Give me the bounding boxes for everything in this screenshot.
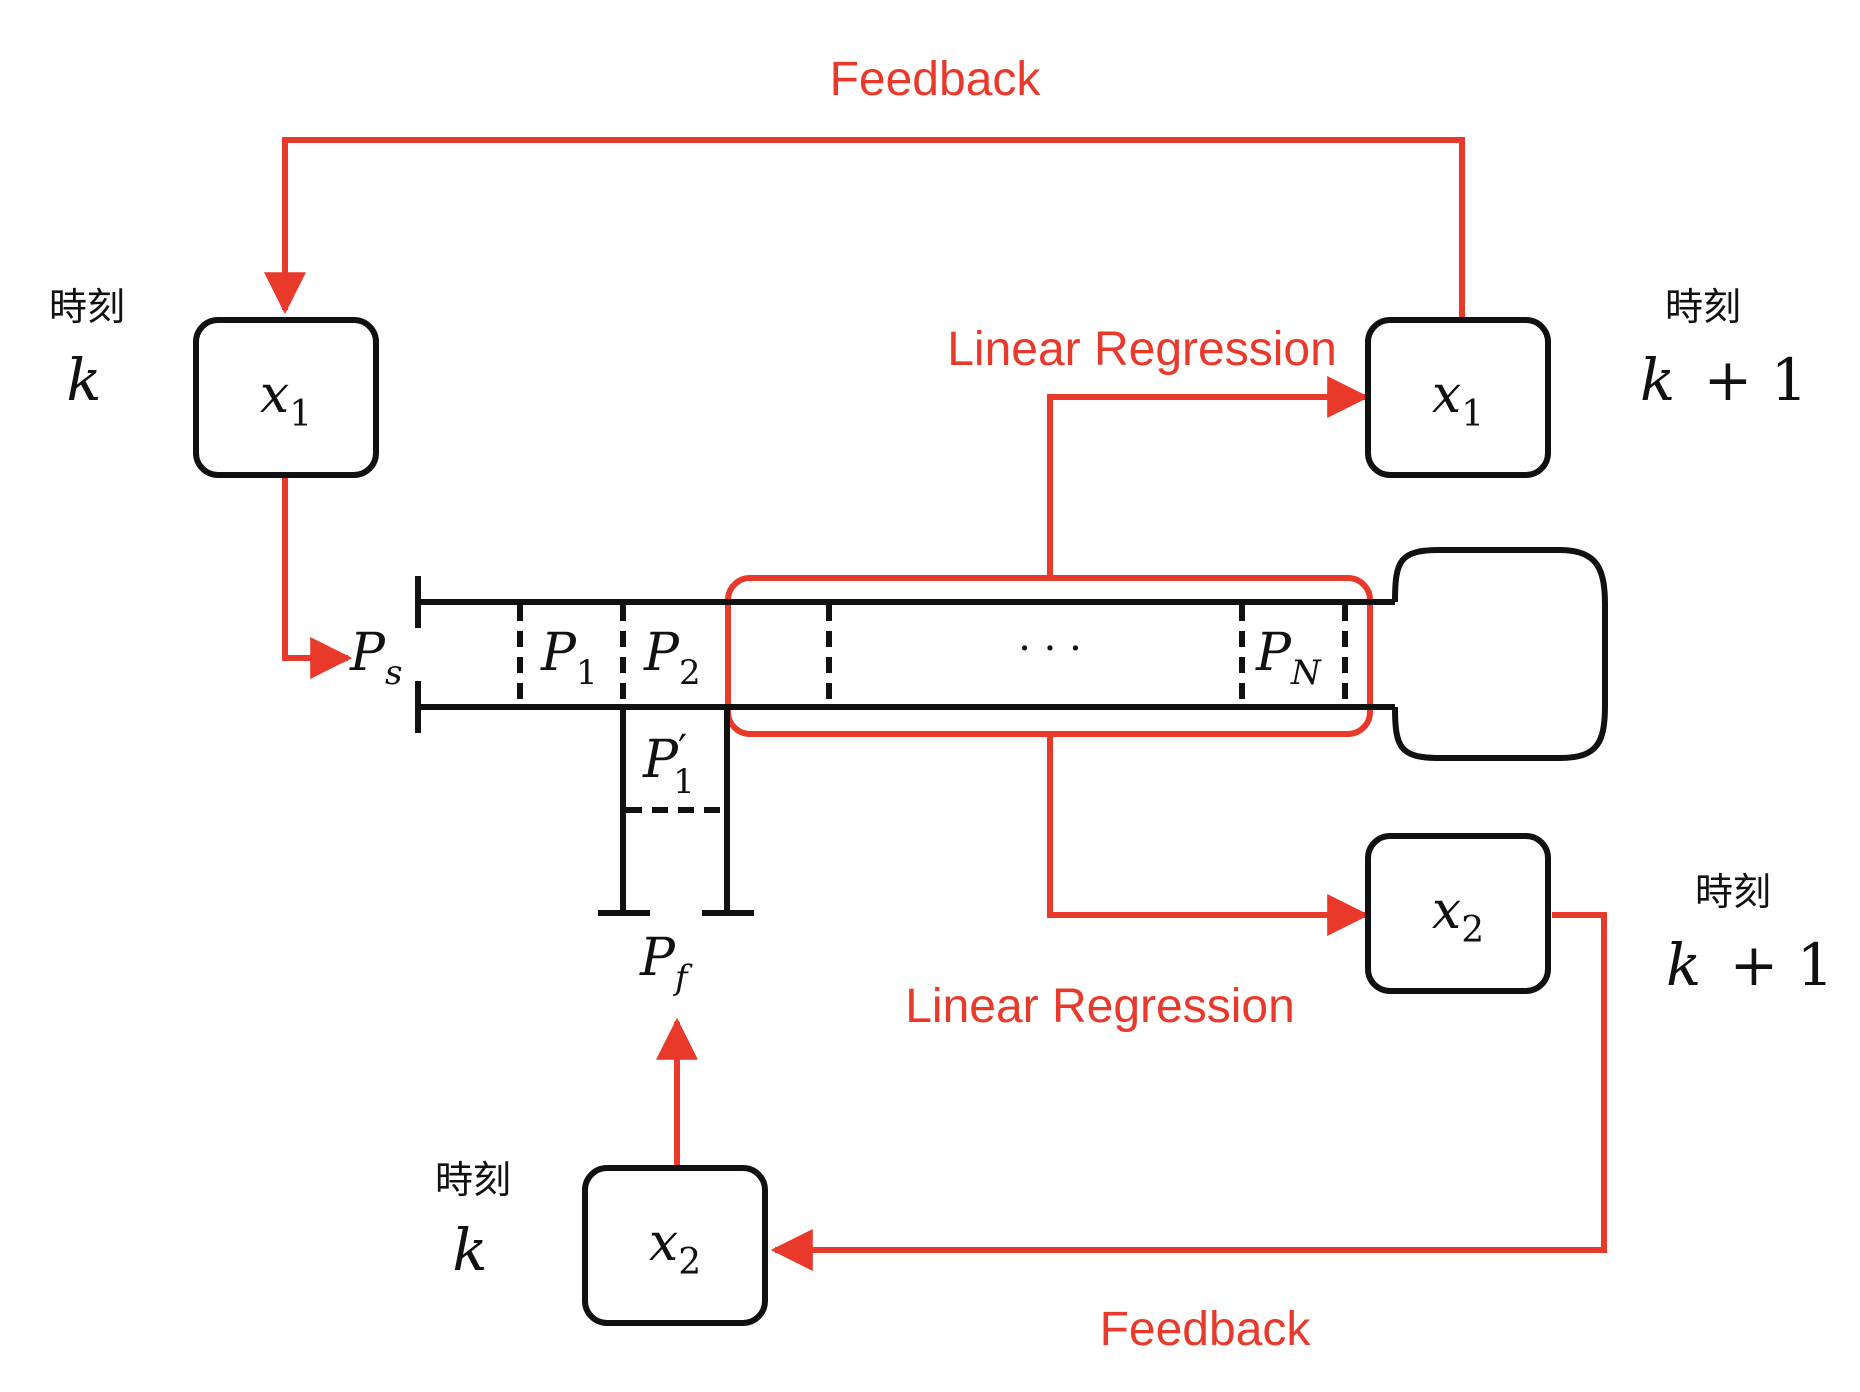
time-var: k (66, 346, 101, 414)
box-x1-k (193, 317, 379, 478)
box-x2-k (582, 1165, 768, 1326)
box-x2-k1-label: x2 (1432, 881, 1484, 951)
subscript: N (1290, 653, 1322, 693)
pressure-ps: Ps (349, 623, 402, 693)
time-expression: k + 1 (1666, 931, 1834, 999)
var: x (649, 1213, 678, 1273)
box-x2-k-label: x2 (649, 1213, 701, 1283)
feedback-top-arrow (264, 137, 1465, 320)
subscript: 2 (679, 653, 701, 693)
box-x1-k1 (1365, 317, 1551, 478)
subscript: 2 (1461, 910, 1484, 951)
linreg-bottom-arrow (1047, 736, 1370, 936)
subscript: 1 (1461, 394, 1484, 435)
time-var: k (1640, 346, 1675, 414)
time-label-top-right: 時刻 k + 1 (1640, 285, 1808, 414)
var: P (639, 928, 676, 988)
pipe-network (415, 547, 1608, 916)
subscript: 1 (673, 762, 695, 802)
pressure-pf: Pf (639, 928, 693, 998)
time-var: k (1666, 931, 1701, 999)
linreg-top-label: Linear Regression (947, 323, 1337, 376)
var: x (1432, 365, 1461, 425)
regression-selection-box (725, 575, 1373, 737)
time-expression: k + 1 (1640, 346, 1808, 414)
subscript: f (672, 958, 693, 998)
linreg-top-arrow (1047, 376, 1370, 578)
time-kanji: 時刻 (1665, 285, 1741, 329)
feedback-top-label: Feedback (830, 53, 1042, 106)
var: P (642, 730, 679, 790)
tank-outline (1392, 547, 1608, 761)
pressure-p1-prime: P′1 (642, 727, 695, 802)
box-x1-k1-label: x1 (1432, 365, 1484, 435)
pressure-p2: P2 (643, 623, 701, 693)
prime: ′ (678, 727, 687, 773)
linreg-bottom-label: Linear Regression (905, 980, 1295, 1033)
subscript: 1 (289, 394, 312, 435)
time-kanji: 時刻 (49, 285, 125, 329)
variable-boxes (193, 317, 1551, 1326)
var: P (349, 623, 386, 683)
pressure-pn: PN (1255, 623, 1322, 693)
time-label-middle-right: 時刻 k + 1 (1666, 870, 1834, 999)
time-label-top-left: 時刻 k (49, 285, 125, 414)
ellipsis: · · · (1018, 626, 1082, 672)
x1-to-ps-arrow (282, 478, 353, 679)
time-var: k (452, 1216, 487, 1284)
subscript: 1 (576, 653, 598, 693)
box-x1-k-label: x1 (260, 365, 312, 435)
var: P (1255, 623, 1292, 683)
box-x2-k1 (1365, 833, 1551, 994)
time-kanji: 時刻 (1695, 870, 1771, 914)
time-suffix: + 1 (1704, 346, 1808, 414)
var: P (540, 623, 577, 683)
feedback-bottom-label: Feedback (1100, 1303, 1312, 1356)
subscript: 2 (678, 1242, 701, 1283)
var: x (260, 365, 289, 425)
red-connectors (264, 137, 1607, 1271)
pressure-p1: P1 (540, 623, 598, 693)
feedback-bottom-arrow (770, 912, 1607, 1271)
time-label-bottom-left: 時刻 k (435, 1158, 511, 1284)
subscript: s (385, 653, 402, 693)
var: x (1432, 881, 1461, 941)
time-suffix: + 1 (1730, 931, 1834, 999)
var: P (643, 623, 680, 683)
time-kanji: 時刻 (435, 1158, 511, 1202)
